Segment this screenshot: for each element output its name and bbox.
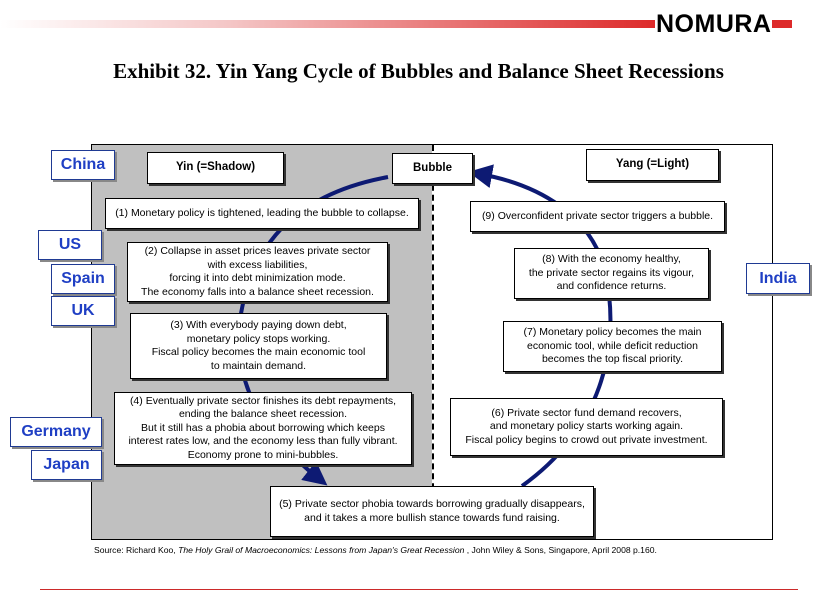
step-4-text: (4) Eventually private sector finishes i…: [128, 394, 398, 461]
step-7-box: (7) Monetary policy becomes the main eco…: [503, 321, 722, 372]
country-germany: Germany: [10, 417, 102, 447]
source-prefix: Source: Richard Koo,: [94, 545, 179, 555]
yang-label: Yang (=Light): [586, 149, 719, 181]
step-8-text: (8) With the economy healthy, the privat…: [528, 253, 695, 293]
header-gradient-bar: [0, 20, 655, 28]
step-3-text: (3) With everybody paying down debt, mon…: [151, 319, 366, 372]
source-suffix: , John Wiley & Sons, Singapore, April 20…: [464, 545, 657, 555]
nomura-logo: NOMURA: [656, 10, 772, 38]
step-8-box: (8) With the economy healthy, the privat…: [514, 248, 709, 299]
source-book-title: The Holy Grail of Macroeconomics: Lesson…: [178, 545, 465, 555]
country-india: India: [746, 263, 810, 294]
country-spain: Spain: [51, 264, 115, 294]
country-japan: Japan: [31, 450, 102, 480]
logo-red-bar: [772, 20, 792, 28]
yin-label: Yin (=Shadow): [147, 152, 284, 184]
step-1-box: (1) Monetary policy is tightened, leadin…: [105, 198, 419, 229]
bubble-label: Bubble: [392, 153, 473, 184]
step-6-box: (6) Private sector fund demand recovers,…: [450, 398, 723, 456]
step-5-box: (5) Private sector phobia towards borrow…: [270, 486, 594, 537]
source-note: Source: Richard Koo, The Holy Grail of M…: [94, 545, 657, 555]
step-2-text: (2) Collapse in asset prices leaves priv…: [141, 245, 374, 298]
step-9-text: (9) Overconfident private sector trigger…: [481, 209, 714, 222]
country-uk: UK: [51, 296, 115, 326]
step-9-box: (9) Overconfident private sector trigger…: [470, 201, 725, 232]
yin-yang-divider: [432, 145, 434, 539]
step-3-box: (3) With everybody paying down debt, mon…: [130, 313, 387, 379]
country-china: China: [51, 150, 115, 180]
step-4-box: (4) Eventually private sector finishes i…: [114, 392, 412, 465]
step-1-text: (1) Monetary policy is tightened, leadin…: [115, 206, 409, 219]
step-7-text: (7) Monetary policy becomes the main eco…: [523, 326, 702, 366]
step-2-box: (2) Collapse in asset prices leaves priv…: [127, 242, 388, 302]
country-us: US: [38, 230, 102, 260]
step-5-text: (5) Private sector phobia towards borrow…: [279, 498, 585, 524]
exhibit-title: Exhibit 32. Yin Yang Cycle of Bubbles an…: [113, 59, 724, 83]
step-6-text: (6) Private sector fund demand recovers,…: [465, 406, 708, 446]
footer-rule: [40, 589, 798, 590]
